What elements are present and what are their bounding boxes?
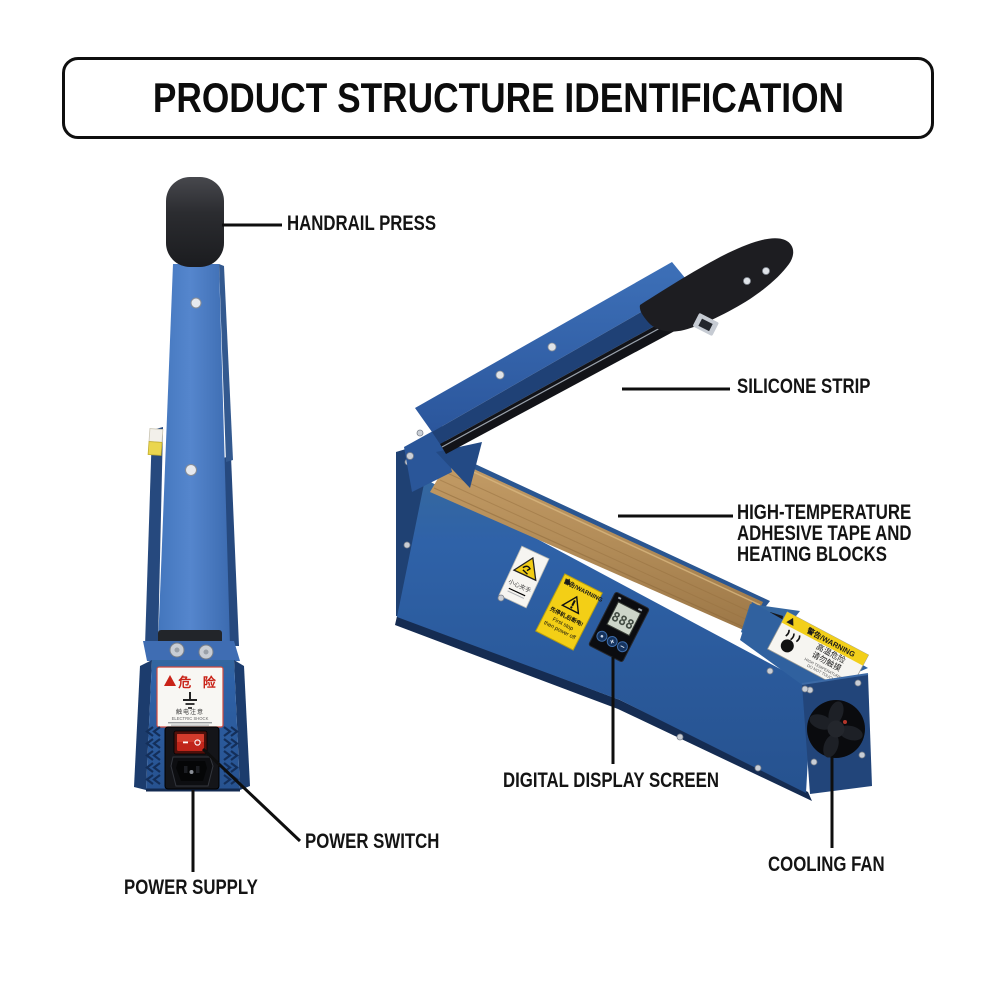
- arm-handle-grip: [639, 238, 794, 332]
- right-machine: 警告/WARNING 高温危险 请勿触摸 HIGH TEMPERATURE DO…: [395, 238, 872, 801]
- body-screw: [676, 733, 684, 741]
- label-high-temperature: HIGH-TEMPERATURE ADHESIVE TAPE AND HEATI…: [737, 502, 955, 565]
- fan-hub: [827, 720, 845, 738]
- display-buttons: + −: [596, 630, 628, 653]
- hinge-bolt-center: [174, 647, 180, 653]
- exclamation-mark: [571, 599, 576, 607]
- label-digital-display: DIGITAL DISPLAY SCREEN: [503, 770, 773, 791]
- pinch-triangle-icon: [512, 556, 537, 582]
- arm-screw: [547, 342, 557, 352]
- base-bottom-shadow: [395, 616, 812, 801]
- press-bar-end: [158, 630, 222, 644]
- body-screw: [766, 667, 774, 675]
- power-socket-part: [170, 756, 214, 787]
- vent-left: [145, 726, 161, 785]
- ground-symbol-icon: [183, 692, 197, 709]
- label-silicone-strip-text: SILICONE STRIP: [737, 375, 871, 398]
- warning-triangle-icon: [786, 617, 794, 626]
- arm-screw: [185, 464, 197, 476]
- label-cooling-fan: COOLING FAN: [768, 854, 914, 875]
- base-top-bevel: [143, 641, 240, 661]
- sealer-arm: [415, 238, 794, 454]
- display-screen: [606, 601, 642, 637]
- handrail-press-part: [166, 177, 224, 267]
- exclamation-dot: [570, 606, 573, 609]
- danger-sticker: 危 险 触电注意 ELECTRIC SHOCK: [156, 666, 224, 728]
- body-screw: [497, 594, 505, 602]
- display-plus-button: [606, 635, 618, 647]
- hinge-screw: [416, 429, 424, 437]
- hot-surface-icon: [780, 629, 801, 653]
- set-dot: [600, 634, 604, 638]
- panel-mark: [637, 607, 643, 612]
- label-digital-display-text: DIGITAL DISPLAY SCREEN: [503, 769, 719, 792]
- adhesive-tape-part: [430, 458, 763, 632]
- label-cooling-fan-text: COOLING FAN: [768, 853, 885, 876]
- lever-arm: [158, 264, 230, 646]
- hinge-bolt-center: [203, 649, 209, 655]
- silicone-strip-part: [440, 300, 710, 454]
- hinge-brace: [436, 442, 482, 488]
- label-high-temperature-text: HIGH-TEMPERATURE ADHESIVE TAPE AND HEATI…: [737, 501, 912, 566]
- handle-screw: [743, 277, 751, 285]
- label-power-supply: POWER SUPPLY: [124, 877, 291, 898]
- body-screw: [754, 764, 762, 772]
- label-handrail-press-text: HANDRAIL PRESS: [287, 212, 437, 235]
- fan-screw: [854, 679, 862, 687]
- danger-heading: 危 险: [178, 675, 220, 690]
- fan-screw: [810, 758, 818, 766]
- left-machine-right-edge: [223, 456, 239, 646]
- switch-off-mark: [194, 739, 201, 746]
- arm-end-clip: [693, 313, 719, 336]
- display-panel: 888 + −: [588, 592, 650, 662]
- base-right-face: [234, 660, 250, 790]
- lever-arm-side: [219, 264, 233, 462]
- title-box: PRODUCT STRUCTURE IDENTIFICATION: [62, 57, 934, 139]
- danger-triangle-icon: [164, 675, 176, 686]
- label-silicone-strip: SILICONE STRIP: [737, 376, 904, 397]
- fine-print-line: [171, 724, 209, 726]
- hinge-screw: [406, 452, 414, 460]
- left-machine-left-edge: [145, 427, 163, 646]
- pinch-hand-icon: [522, 565, 531, 575]
- arm-screw: [495, 370, 505, 380]
- fan-screw: [858, 751, 866, 759]
- label-power-switch: POWER SWITCH: [305, 831, 473, 852]
- handle-screw: [762, 267, 770, 275]
- fan-blades: [809, 701, 863, 758]
- label-handrail-press: HANDRAIL PRESS: [287, 213, 473, 234]
- fan-red-dot: [843, 720, 847, 724]
- fine-print-line: [168, 722, 212, 724]
- minus-glyph: −: [618, 642, 627, 652]
- plus-glyph: +: [608, 637, 617, 647]
- body-screw: [403, 541, 411, 549]
- danger-caution-en: ELECTRIC SHOCK: [172, 716, 209, 721]
- panel-mark: [617, 596, 622, 600]
- power-switch-part: [173, 730, 208, 755]
- arm-front-facet: [432, 284, 702, 444]
- danger-caution-text: 触电注意: [176, 708, 204, 716]
- label-power-switch-text: POWER SWITCH: [305, 830, 440, 853]
- pinch-warning-sticker: 小心夹手: [498, 545, 550, 609]
- fine-print-line: [507, 590, 525, 599]
- leader-lines: [191, 223, 834, 872]
- cooling-fan-part: [801, 673, 872, 794]
- display-minus-button: [616, 641, 628, 653]
- side-sticker: [147, 428, 164, 456]
- left-machine: 危 险 触电注意 ELECTRIC SHOCK: [134, 177, 250, 792]
- leader-power-switch: [201, 747, 302, 843]
- body-screw: [801, 685, 809, 693]
- label-power-supply-text: POWER SUPPLY: [124, 876, 258, 899]
- page-title: PRODUCT STRUCTURE IDENTIFICATION: [152, 74, 844, 121]
- arm-screw: [190, 297, 202, 309]
- fine-print-line: [508, 587, 526, 597]
- warning-triangle-icon: [563, 578, 571, 586]
- switch-on-mark: [183, 741, 188, 744]
